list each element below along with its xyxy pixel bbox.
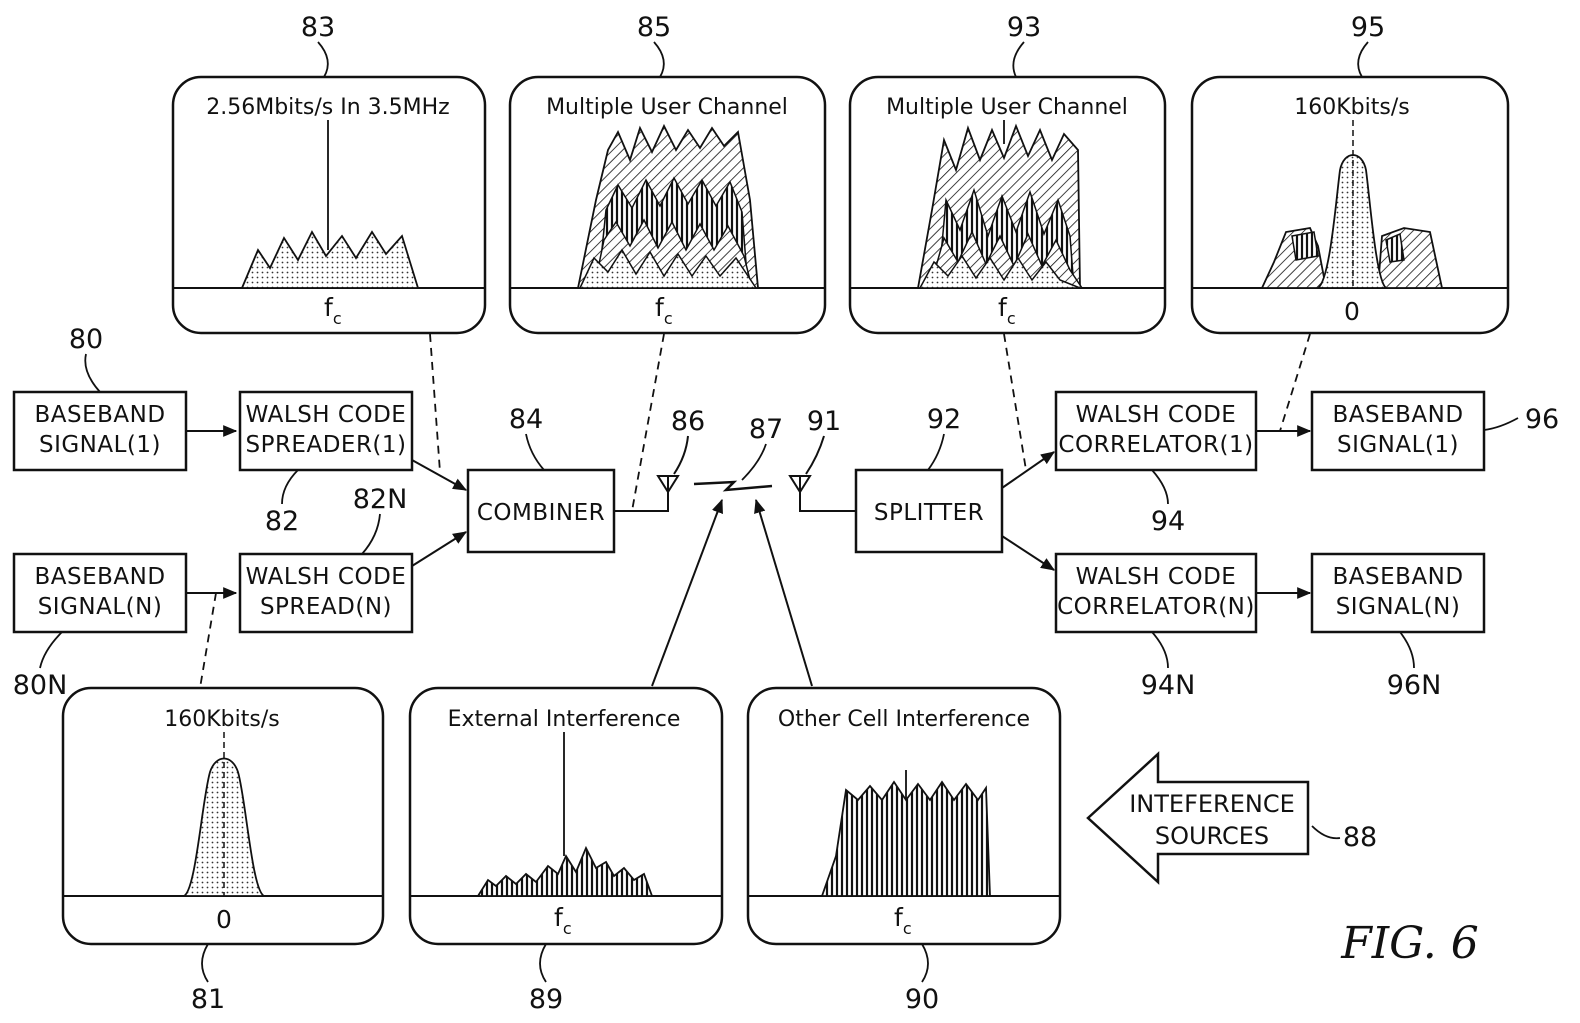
ref-96n: 96N (1387, 670, 1442, 701)
panel-81-baseband-spectrum: 160Kbits/s 0 81 (61, 686, 385, 1015)
ref-80: 80 (69, 324, 103, 355)
ref-80n: 80N (13, 670, 68, 701)
svg-text:SIGNAL(1): SIGNAL(1) (1337, 432, 1459, 458)
ref-89: 89 (529, 984, 563, 1015)
panel-85-multiple-user-channel-tx: Multiple User Channel fc 85 (508, 12, 827, 335)
svg-text:WALSH CODE: WALSH CODE (1076, 402, 1237, 428)
ref-86: 86 (671, 406, 705, 437)
svg-text:SIGNAL(1): SIGNAL(1) (39, 432, 161, 458)
svg-text:BASEBAND: BASEBAND (1332, 402, 1463, 428)
ref-91: 91 (807, 406, 841, 437)
svg-text:SPLITTER: SPLITTER (874, 500, 984, 526)
ref-82: 82 (265, 506, 299, 537)
tx-antenna: 86 (656, 406, 705, 494)
panel-95-despread-output: 160Kbits/s 0 95 (1190, 12, 1510, 335)
svg-text:INTEFERENCE: INTEFERENCE (1129, 790, 1295, 818)
radio-link: 87 (693, 414, 783, 492)
svg-text:CORRELATOR(1): CORRELATOR(1) (1058, 432, 1253, 458)
svg-text:BASEBAND: BASEBAND (34, 402, 165, 428)
panel-83-spread-spectrum: 2.56Mbits/s In 3.5MHz fc 83 (171, 12, 487, 335)
svg-text:BASEBAND: BASEBAND (34, 564, 165, 590)
figure-label: FIG. 6 (1340, 918, 1478, 969)
block-baseband-signal-out-1: BASEBAND SIGNAL(1) 96 (1310, 390, 1559, 472)
ref-85: 85 (637, 12, 671, 43)
ref-90: 90 (905, 984, 939, 1015)
svg-text:WALSH CODE: WALSH CODE (246, 402, 407, 428)
svg-text:SIGNAL(N): SIGNAL(N) (38, 594, 163, 620)
panel-90-other-cell-interference: Other Cell Interference fc 90 (746, 686, 1062, 1015)
panel-93-multiple-user-channel-rx: Multiple User Channel fc 93 (848, 12, 1167, 335)
panel-90-title: Other Cell Interference (778, 707, 1030, 732)
ref-92: 92 (927, 404, 961, 435)
block-walsh-code-correlator-n: WALSH CODE CORRELATOR(N) 94N (1054, 552, 1258, 701)
panel-89-external-interference: External Interference fc 89 (408, 686, 724, 1015)
svg-text:WALSH CODE: WALSH CODE (1076, 564, 1237, 590)
svg-text:COMBINER: COMBINER (477, 500, 605, 526)
block-splitter: SPLITTER 92 (854, 404, 1004, 554)
panel-81-title: 160Kbits/s (164, 707, 279, 732)
panel-90-axis: fc (894, 903, 912, 938)
ref-94: 94 (1151, 506, 1185, 537)
ref-87: 87 (749, 414, 783, 445)
ref-83: 83 (301, 12, 335, 43)
svg-text:SPREADER(1): SPREADER(1) (245, 432, 406, 458)
block-baseband-signal-1: BASEBAND SIGNAL(1) 80 (12, 324, 188, 472)
block-baseband-signal-out-n: BASEBAND SIGNAL(N) 96N (1310, 552, 1486, 701)
ref-81: 81 (191, 984, 225, 1015)
ref-93: 93 (1007, 12, 1041, 43)
panel-93-title: Multiple User Channel (886, 95, 1128, 120)
panel-93-axis: fc (998, 293, 1016, 328)
block-walsh-code-spreader-1: WALSH CODE SPREADER(1) 82 (238, 390, 414, 537)
ref-96: 96 (1525, 404, 1559, 435)
spectrum-shape (240, 230, 420, 289)
svg-text:BASEBAND: BASEBAND (1332, 564, 1463, 590)
panel-89-title: External Interference (448, 707, 681, 732)
ref-84: 84 (509, 404, 543, 435)
panel-81-axis: 0 (216, 905, 232, 934)
interference-sources-arrow: INTEFERENCE SOURCES 88 (1086, 751, 1377, 885)
panel-89-axis: fc (554, 903, 572, 938)
panel-85-axis: fc (655, 293, 673, 328)
ref-95: 95 (1351, 12, 1385, 43)
ref-82n: 82N (353, 484, 408, 515)
svg-text:SIGNAL(N): SIGNAL(N) (1336, 594, 1461, 620)
panel-85-title: Multiple User Channel (546, 95, 788, 120)
svg-text:WALSH CODE: WALSH CODE (246, 564, 407, 590)
svg-text:CORRELATOR(N): CORRELATOR(N) (1057, 594, 1255, 620)
dashed-leaders (199, 333, 1311, 689)
panel-95-title: 160Kbits/s (1294, 95, 1409, 120)
block-walsh-code-spread-n: WALSH CODE SPREAD(N) 82N (238, 484, 414, 634)
rx-antenna: 91 (788, 406, 841, 494)
panel-83-axis: fc (324, 293, 342, 328)
block-walsh-code-correlator-1: WALSH CODE CORRELATOR(1) 94 (1054, 390, 1258, 537)
ref-94n: 94N (1141, 670, 1196, 701)
connectors (186, 425, 1312, 687)
block-combiner: COMBINER 84 (466, 404, 616, 554)
panel-83-title: 2.56Mbits/s In 3.5MHz (206, 95, 449, 120)
svg-text:SPREAD(N): SPREAD(N) (260, 594, 392, 620)
block-baseband-signal-n: BASEBAND SIGNAL(N) 80N (13, 552, 188, 701)
svg-text:SOURCES: SOURCES (1155, 822, 1269, 850)
panel-95-axis: 0 (1344, 297, 1360, 326)
ref-88: 88 (1343, 822, 1377, 853)
